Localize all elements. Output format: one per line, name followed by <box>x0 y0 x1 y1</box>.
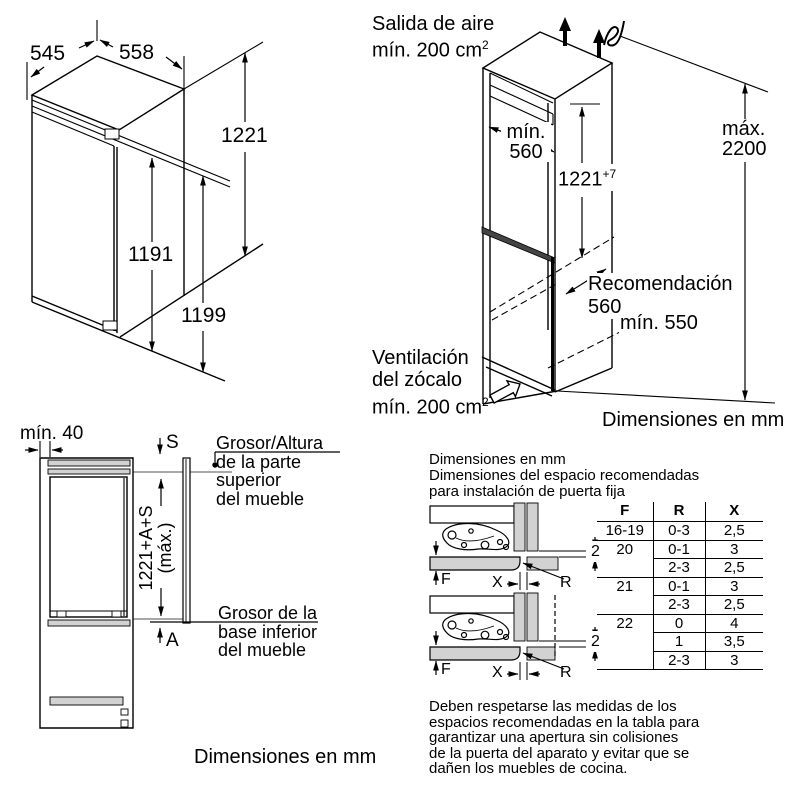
stack-height-label: 1221+A+S (máx.) <box>136 505 175 591</box>
s-dimension-label: S <box>166 432 179 453</box>
detail2-x-label: X <box>492 664 503 681</box>
hinge-subtitle-1: Dimensiones del espacio recomendadas <box>429 467 700 484</box>
detail1-x-label: X <box>492 574 503 591</box>
niche-drawing <box>481 17 776 405</box>
dim-height-1199: 1199 <box>181 304 227 327</box>
detail1-f-label: F <box>441 571 451 588</box>
detail1-gap-label: 2 <box>590 541 601 562</box>
hinge-detail-drawing-1 <box>429 502 598 590</box>
dim-height-1221: 1221 <box>221 124 268 147</box>
detail2-r-label: R <box>560 664 572 681</box>
min-gap-label: mín. 40 <box>20 423 84 444</box>
units-note-section: Dimensiones en mm <box>194 746 377 768</box>
break-mark-icon <box>603 20 625 47</box>
units-note-niche: Dimensiones en mm <box>602 409 785 431</box>
detail1-r-label: R <box>560 574 572 591</box>
top-panel-note: Grosor/Altura de la parte superior del m… <box>216 433 324 509</box>
base-panel-note: Grosor de la base inferior del mueble <box>218 603 318 660</box>
units-note-hinge: Dimensiones en mm <box>429 451 566 468</box>
fridge-isometric-drawing <box>26 20 264 382</box>
detail2-f-label: F <box>441 661 451 678</box>
air-outlet-arrow-icon <box>559 17 605 58</box>
recommendation-label: Recomendación 560 <box>587 273 734 319</box>
dim-width-558: 558 <box>119 41 155 64</box>
table-header-row: F R X <box>597 502 763 522</box>
a-dimension-label: A <box>166 630 179 651</box>
section-drawing <box>25 438 340 729</box>
section-dimension-arrows <box>25 438 164 643</box>
air-outlet-label: Salida de aire mín. 200 cm2 <box>372 13 495 62</box>
plinth-vent-arrow-icon <box>488 379 521 404</box>
plinth-vent-label: Ventilación del zócalo mín. 200 cm2 <box>372 347 489 419</box>
hinge-note-paragraph: Deben respetarse las medidas de los espa… <box>429 698 700 777</box>
dim-height-1191: 1191 <box>128 243 174 266</box>
fridge-dimension-arrows <box>30 39 248 373</box>
niche-width-label: mín. 560 <box>501 122 551 162</box>
hinge-detail-drawing-2 <box>429 592 598 680</box>
min-depth-label: mín. 550 <box>619 312 699 334</box>
detail2-gap-label: 2 <box>590 631 601 652</box>
max-height-label: máx. 2200 <box>722 118 767 160</box>
hinge-subtitle-2: para instalación de puerta fija <box>429 483 625 500</box>
niche-height-label: 1221+7 <box>557 164 618 191</box>
dim-depth-545: 545 <box>30 42 66 65</box>
